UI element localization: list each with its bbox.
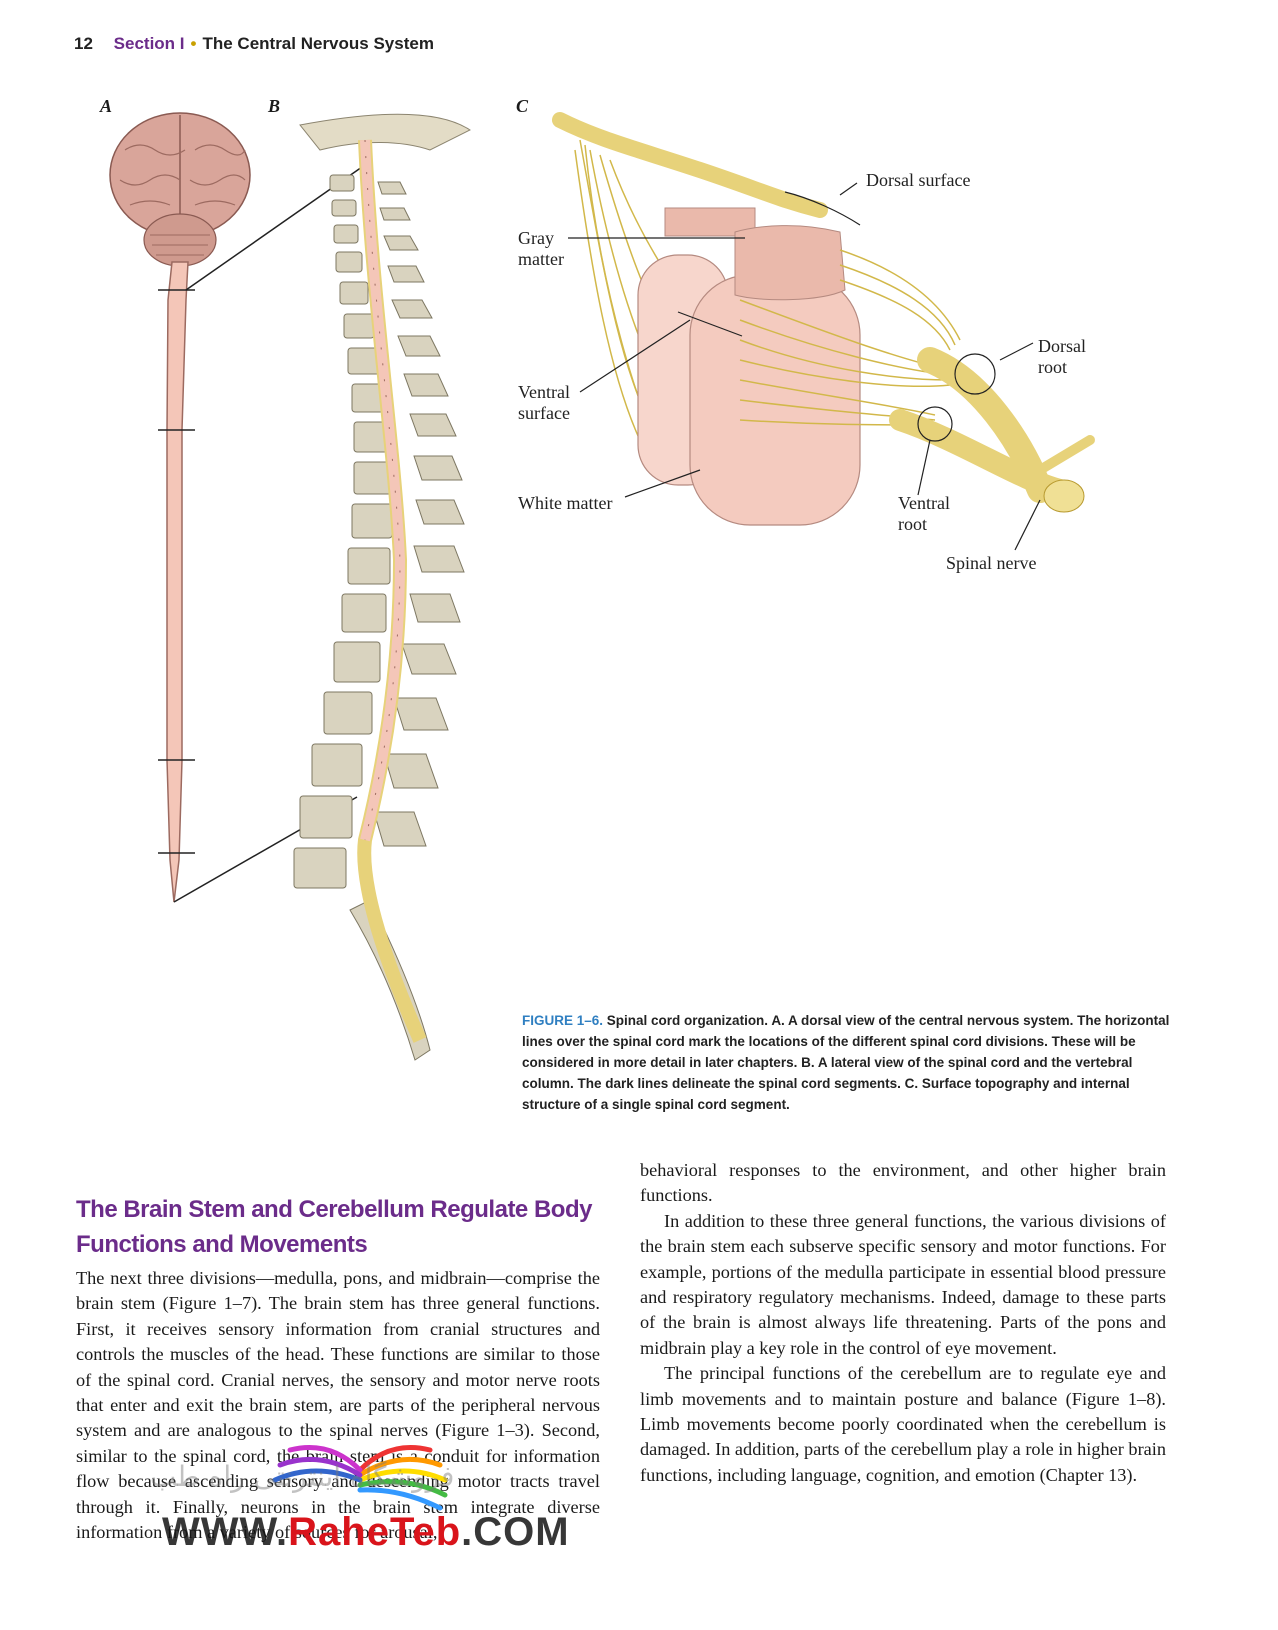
- panel-label-c: C: [516, 96, 529, 116]
- watermark-suffix: .COM: [461, 1510, 570, 1554]
- spinal-cord-dorsal: [166, 261, 189, 903]
- spinal-cord-illustration: [109, 112, 1095, 1061]
- section-label: Section I: [113, 34, 185, 53]
- label-dorsal-root: Dorsal root: [1038, 336, 1086, 377]
- header-separator: •: [190, 34, 197, 53]
- figure-caption-text: A. A dorsal view of the central nervous …: [522, 1013, 1170, 1112]
- body-paragraph: In addition to these three general funct…: [640, 1210, 1166, 1358]
- chapter-title: The Central Nervous System: [202, 34, 434, 53]
- body-paragraph: The principal functions of the cerebellu…: [640, 1363, 1166, 1485]
- page-number: 12: [74, 34, 93, 53]
- body-paragraph: behavioral responses to the environment,…: [640, 1160, 1166, 1206]
- brain-dorsal-view: [109, 112, 251, 267]
- label-spinal-nerve: Spinal nerve: [946, 553, 1037, 573]
- figure-caption-title: Spinal cord organization.: [606, 1013, 769, 1028]
- vertebral-column: [293, 113, 471, 1061]
- body-column-right: behavioral responses to the environment,…: [640, 1158, 1166, 1488]
- section-heading: The Brain Stem and Cerebellum Regulate B…: [76, 1196, 592, 1258]
- watermark-site: WWW.RaheTeb.COM: [162, 1510, 570, 1555]
- spinal-segment-3d: [552, 112, 1095, 551]
- watermark-brand: RaheTeb: [288, 1510, 462, 1554]
- label-white-matter: White matter: [518, 493, 613, 513]
- running-header: 12 Section I • The Central Nervous System: [74, 34, 434, 54]
- label-gray-matter: Gray matter: [518, 228, 564, 269]
- panel-label-a: A: [100, 96, 113, 116]
- figure-number: FIGURE 1–6.: [522, 1013, 604, 1028]
- watermark-persian-text: فروشگاه اینترنتی راه طب: [150, 1460, 455, 1493]
- label-dorsal-surface: Dorsal surface: [866, 170, 971, 190]
- watermark-prefix: WWW.: [162, 1510, 289, 1554]
- panel-label-b: B: [268, 96, 281, 116]
- watermark-logo: [272, 1445, 448, 1511]
- label-ventral-surface: Ventral surface: [518, 382, 570, 423]
- figure-caption: FIGURE 1–6. Spinal cord organization. A.…: [522, 1010, 1170, 1115]
- label-ventral-root: Ventral root: [898, 493, 950, 534]
